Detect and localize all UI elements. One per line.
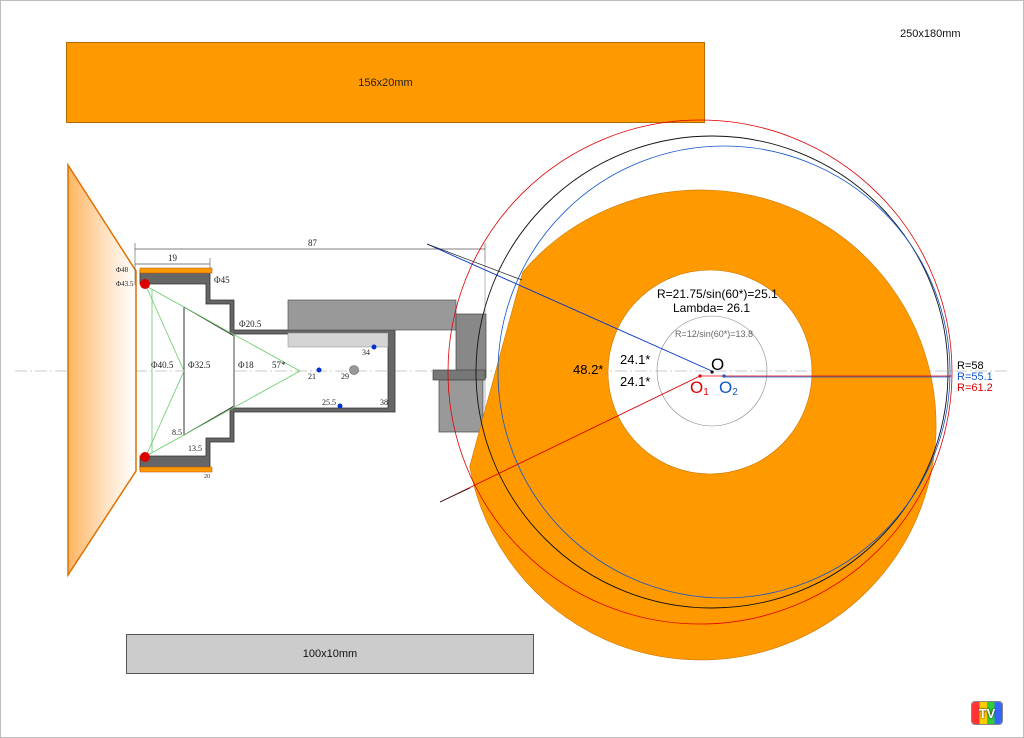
inner-formula: R=12/sin(60*)=13.8 — [675, 329, 753, 339]
half-angle-bottom: 24.1* — [620, 374, 650, 389]
sector-line-bottom-ext — [439, 487, 471, 503]
label-angle-57: 57* — [272, 360, 286, 370]
total-angle: 48.2* — [573, 362, 603, 377]
point-34 — [371, 344, 377, 350]
tv-logo: TV — [972, 702, 1002, 724]
label-13-5: 13.5 — [188, 444, 202, 453]
housing-top — [287, 299, 457, 331]
label-21: 21 — [308, 372, 316, 381]
orange-strip: 156x20mm — [66, 42, 705, 123]
driver-flange-top — [139, 267, 213, 274]
formula-r: R=21.75/sin(60*)=25.1 — [657, 287, 778, 301]
label-20: 20 — [204, 474, 210, 480]
label-29: 29 — [341, 372, 349, 381]
housing-light — [287, 332, 389, 348]
center-o1-label: O1 — [690, 378, 709, 398]
label-25-5: 25.5 — [322, 398, 336, 407]
sector-line-bottom — [439, 375, 701, 503]
label-38: 38 — [380, 398, 388, 407]
construction-lines — [145, 285, 301, 457]
gray-strip: 100x10mm — [126, 634, 534, 674]
label-phi18: Φ18 — [238, 360, 254, 370]
center-point-o2 — [722, 374, 726, 378]
red-dot-top — [140, 279, 150, 289]
dim-19: 19 — [168, 253, 178, 263]
label-phi20-5: Φ20.5 — [239, 319, 262, 329]
label-phi40-5: Φ40.5 — [151, 360, 174, 370]
sector-line-top-ext — [426, 243, 523, 281]
point-29 — [349, 365, 359, 375]
sheet-size-label: 250x180mm — [900, 28, 961, 40]
dim-87: 87 — [308, 238, 318, 248]
housing-lower — [432, 369, 486, 381]
inner-circle-13-8 — [656, 315, 768, 427]
label-phi45: Φ45 — [214, 275, 230, 285]
center-point-o1 — [698, 374, 702, 378]
label-34: 34 — [362, 348, 370, 357]
orange-strip-label: 156x20mm — [358, 76, 413, 89]
sector-line-top — [426, 243, 715, 373]
tv-logo-text: TV — [978, 705, 996, 721]
circle-r61-2 — [447, 119, 953, 625]
point-25-5 — [337, 403, 343, 409]
label-r58: R=58 — [957, 360, 984, 372]
driver-flange-bottom — [139, 466, 213, 473]
label-phi32-5: Φ32.5 — [188, 360, 211, 370]
driver-body-outline — [139, 269, 396, 471]
center-o-label: O — [711, 355, 724, 374]
inner-cone — [183, 306, 235, 436]
point-21 — [316, 367, 322, 373]
gray-strip-label: 100x10mm — [302, 648, 358, 660]
red-dot-bottom — [140, 452, 150, 462]
label-phi48: Φ48 — [116, 266, 129, 274]
sector-annulus — [469, 189, 937, 661]
half-angle-top: 24.1* — [620, 352, 650, 367]
circle-r55-1 — [497, 145, 951, 599]
housing-right — [455, 313, 487, 379]
label-phi43-5: Φ43.5 — [116, 280, 134, 288]
horn-cone — [67, 162, 137, 578]
label-r61-2: R=61.2 — [957, 382, 993, 394]
center-o2-label: O2 — [719, 378, 738, 398]
center-point-o — [710, 370, 714, 374]
label-r55-1: R=55.1 — [957, 371, 993, 383]
label-8-5: 8.5 — [172, 428, 182, 437]
housing-bottom — [438, 379, 484, 433]
lambda-label: Lambda= 26.1 — [673, 301, 750, 315]
circle-r58 — [475, 135, 949, 609]
